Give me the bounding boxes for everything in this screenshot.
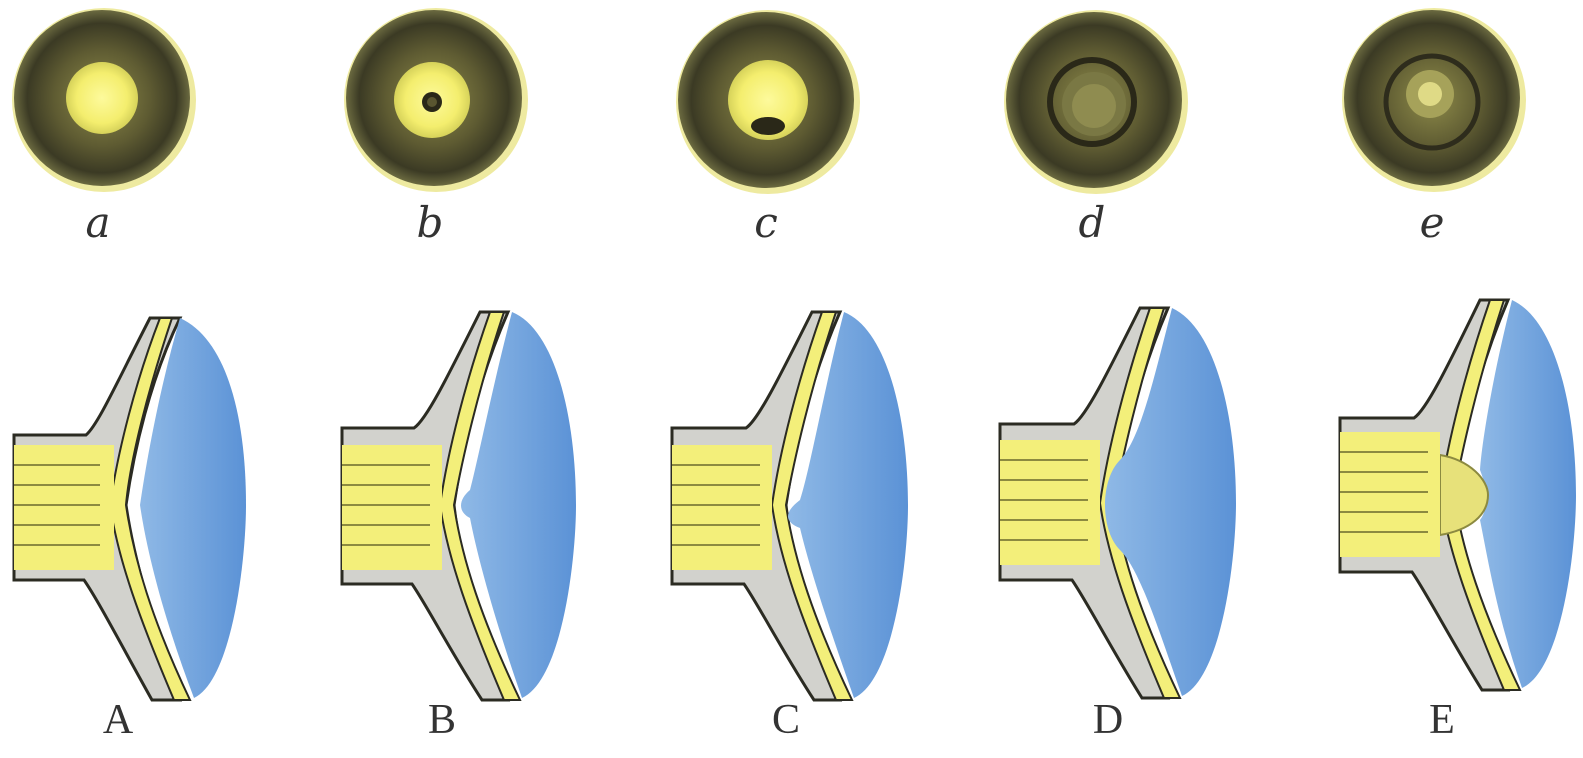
disc-e [1342, 8, 1526, 192]
section-B [342, 312, 576, 700]
label-d: d [1072, 198, 1112, 247]
section-D [1000, 308, 1236, 698]
label-b: b [410, 198, 450, 247]
disc-d [1004, 10, 1188, 194]
disc-b [344, 8, 528, 192]
label-B: B [422, 696, 462, 744]
label-E: E [1422, 696, 1462, 744]
section-A [14, 318, 246, 700]
section-E [1340, 300, 1576, 690]
disc-c [676, 10, 860, 194]
label-A: A [98, 696, 138, 744]
section-C [672, 312, 908, 700]
label-C: C [766, 696, 806, 744]
label-a: a [78, 198, 118, 247]
label-c: c [746, 198, 786, 247]
disc-a [12, 8, 196, 192]
label-e: e [1412, 198, 1452, 247]
label-D: D [1088, 696, 1128, 744]
